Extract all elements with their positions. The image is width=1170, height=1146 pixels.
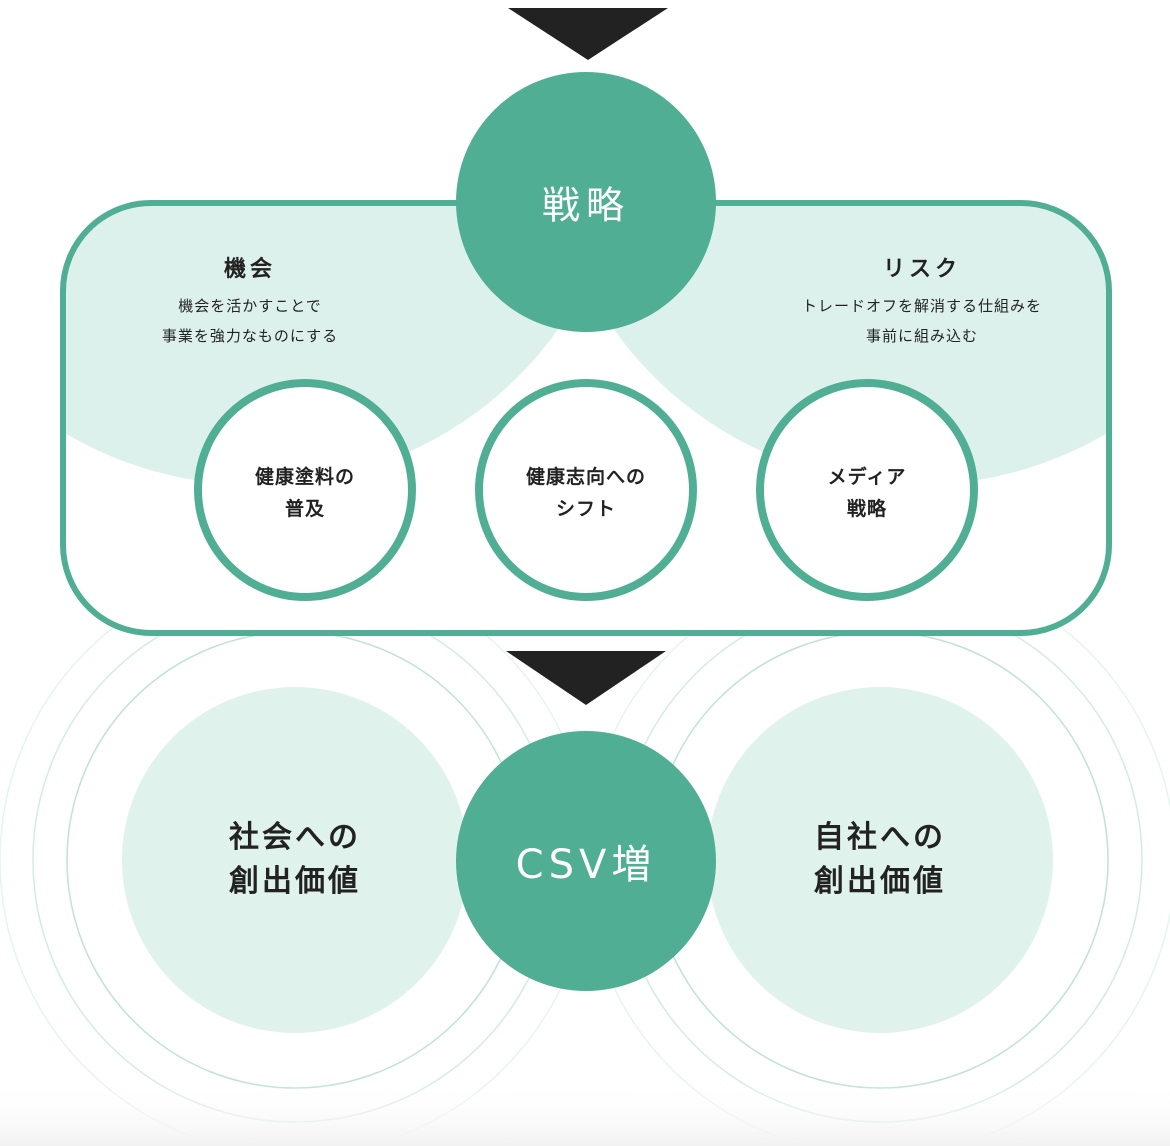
desc-line: 機会を活かすことで (178, 297, 322, 315)
company-value-label: 自社への 創出価値 (814, 816, 946, 904)
strategy-circle (456, 72, 716, 332)
initiative-circle (756, 379, 978, 601)
label-line: 健康志向への (525, 466, 647, 488)
csv-circle (456, 731, 716, 991)
risk-title: リスク (882, 257, 962, 282)
desc-line: 事業を強力なものにする (161, 327, 339, 345)
label-line: メディア (827, 466, 907, 488)
initiative-circle (194, 379, 416, 601)
bottom-fade (0, 1080, 1170, 1146)
desc-line: 事前に組み込む (865, 327, 979, 345)
arrow-down-icon (508, 8, 668, 60)
label-line: 創出価値 (229, 864, 361, 899)
initiative-media: メディア 戦略 (828, 461, 907, 525)
social-value-circle (122, 687, 468, 1033)
initiative-health-paint: 健康塗料の 普及 (255, 461, 355, 525)
label-line: 健康塗料の (254, 466, 356, 488)
desc-line: トレードオフを解消する仕組みを (801, 297, 1043, 315)
strategy-label: 戦略 (541, 183, 631, 228)
risk-area (547, 203, 1109, 485)
label-line: 自社への (814, 820, 946, 855)
label-line: シフト (555, 498, 617, 520)
initiative-health-shift: 健康志向への シフト (526, 461, 646, 525)
label-line: 戦略 (846, 498, 888, 520)
opportunity-title: 機会 (223, 257, 277, 282)
initiative-circle (475, 379, 697, 601)
label-line: 社会への (229, 820, 361, 855)
social-value-label: 社会への 創出価値 (229, 816, 361, 904)
label-line: 創出価値 (814, 864, 946, 899)
risk-desc: トレードオフを解消する仕組みを 事前に組み込む (802, 291, 1042, 351)
company-value-circle (707, 687, 1053, 1033)
opportunity-desc: 機会を活かすことで 事業を強力なものにする (162, 291, 338, 351)
arrow-down-icon (506, 651, 666, 705)
csv-label: CSV増 (515, 842, 657, 888)
label-line: 普及 (284, 498, 326, 520)
opportunity-area (63, 203, 625, 485)
